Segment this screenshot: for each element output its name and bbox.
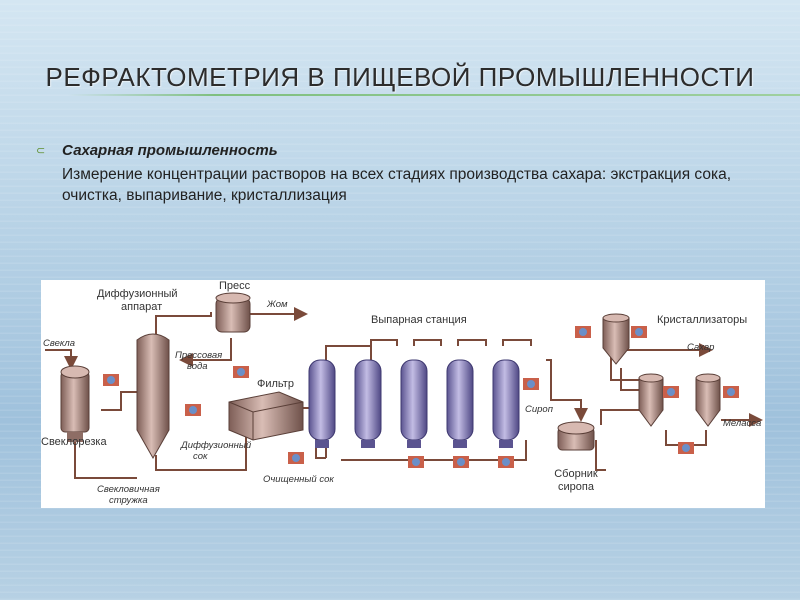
sugar-production-diagram: Диффузионный аппарат Пресс Жом Выпарная … [41, 280, 765, 508]
label-molasses: Меласса [723, 418, 762, 429]
crystallizer-vessels [602, 313, 721, 427]
label-sugar: Сахар [687, 342, 715, 353]
syrup-collector-vessel [557, 421, 595, 451]
label-press-water-line2: вода [187, 361, 208, 372]
label-evaporation-station: Выпарная станция [371, 314, 467, 326]
beet-slicer-vessel [60, 365, 90, 442]
section-subtitle: Сахарная промышленность [62, 142, 278, 159]
label-diffusion-juice-line2: сок [193, 451, 208, 462]
label-filter: Фильтр [257, 378, 294, 390]
label-diffuser-line1: Диффузионный [97, 288, 178, 300]
pump-icons [103, 326, 739, 468]
diffuser-vessel [136, 333, 170, 460]
label-cossettes-line2: стружка [109, 495, 148, 506]
evaporator-vessels [308, 359, 520, 448]
label-beet-slicer: Свеклорезка [41, 436, 107, 448]
label-pulp: Жом [267, 299, 288, 310]
title-underline [68, 94, 800, 96]
label-cossettes-line1: Свекловичная [97, 484, 160, 495]
section-description: Измерение концентрации растворов на всех… [62, 166, 732, 204]
process-flow-graphic [45, 292, 763, 479]
press-vessel [215, 292, 251, 333]
label-diffuser-line2: аппарат [121, 301, 163, 313]
label-purified-juice: Очищенный сок [263, 474, 334, 485]
label-crystallizers: Кристаллизаторы [657, 314, 748, 326]
slide-title: РЕФРАКТОМЕТРИЯ В ПИЩЕВОЙ ПРОМЫШЛЕННОСТИ [45, 62, 755, 92]
label-beet: Свекла [43, 338, 76, 349]
filter-unit [228, 391, 304, 441]
bullet-icon: ⊂ [36, 145, 46, 157]
label-syrup-collector-line1: Сборник [554, 468, 598, 480]
label-press-water-line1: Прессовая [175, 350, 223, 361]
label-press: Пресс [219, 280, 251, 292]
label-syrup-collector-line2: сиропа [558, 481, 594, 493]
label-diffusion-juice-line1: Диффузионный [181, 440, 252, 451]
label-syrup: Сироп [525, 404, 553, 415]
